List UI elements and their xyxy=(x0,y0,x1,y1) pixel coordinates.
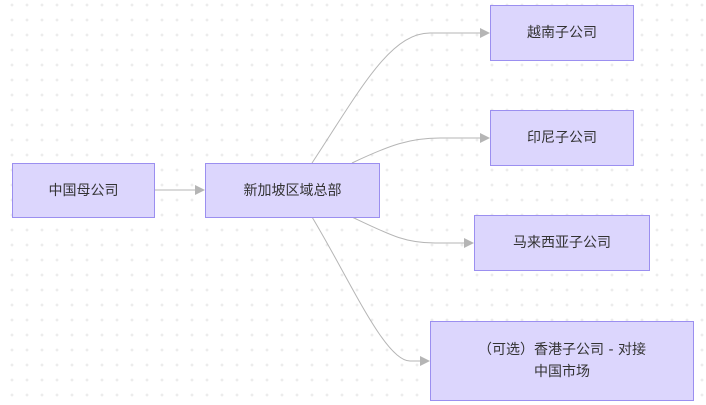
node-indonesia-subsidiary[interactable]: 印尼子公司 xyxy=(490,110,634,166)
edge-sg-to-my xyxy=(351,216,474,248)
node-china-parent-company[interactable]: 中国母公司 xyxy=(12,163,155,218)
node-vietnam-subsidiary[interactable]: 越南子公司 xyxy=(490,5,634,61)
node-label: 中国母公司 xyxy=(48,182,119,199)
node-label: 马来西亚子公司 xyxy=(513,235,611,251)
node-label: 越南子公司 xyxy=(527,25,597,41)
node-singapore-regional-hq[interactable]: 新加坡区域总部 xyxy=(205,163,380,218)
node-malaysia-subsidiary[interactable]: 马来西亚子公司 xyxy=(474,215,650,271)
node-label-line1: （可选）香港子公司 - 对接 xyxy=(478,342,646,358)
edge-sg-to-vn xyxy=(311,28,490,164)
node-label: 印尼子公司 xyxy=(527,130,597,146)
node-label: 新加坡区域总部 xyxy=(243,182,342,199)
node-label-line2: 中国市场 xyxy=(534,364,590,380)
edge-sg-to-id xyxy=(351,133,490,164)
node-hongkong-subsidiary-optional[interactable]: （可选）香港子公司 - 对接 中国市场 xyxy=(430,321,694,401)
edge-sg-to-hk xyxy=(311,216,430,366)
